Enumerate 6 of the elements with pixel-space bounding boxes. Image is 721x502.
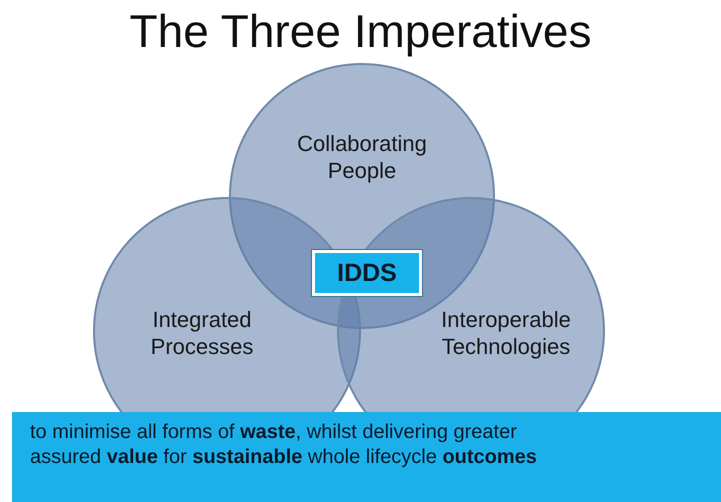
diagram-title: The Three Imperatives	[128, 4, 592, 58]
circle-label: Collaborating People	[296, 130, 428, 184]
circle-label: Interoperable Technologies	[440, 306, 572, 360]
summary-text: to minimise all forms of waste, whilst delivering greater assured value for sustainable whole lifecycle outcomes	[30, 420, 538, 470]
circle-label: Integrated Processes	[150, 306, 254, 360]
summary-banner	[12, 412, 721, 502]
